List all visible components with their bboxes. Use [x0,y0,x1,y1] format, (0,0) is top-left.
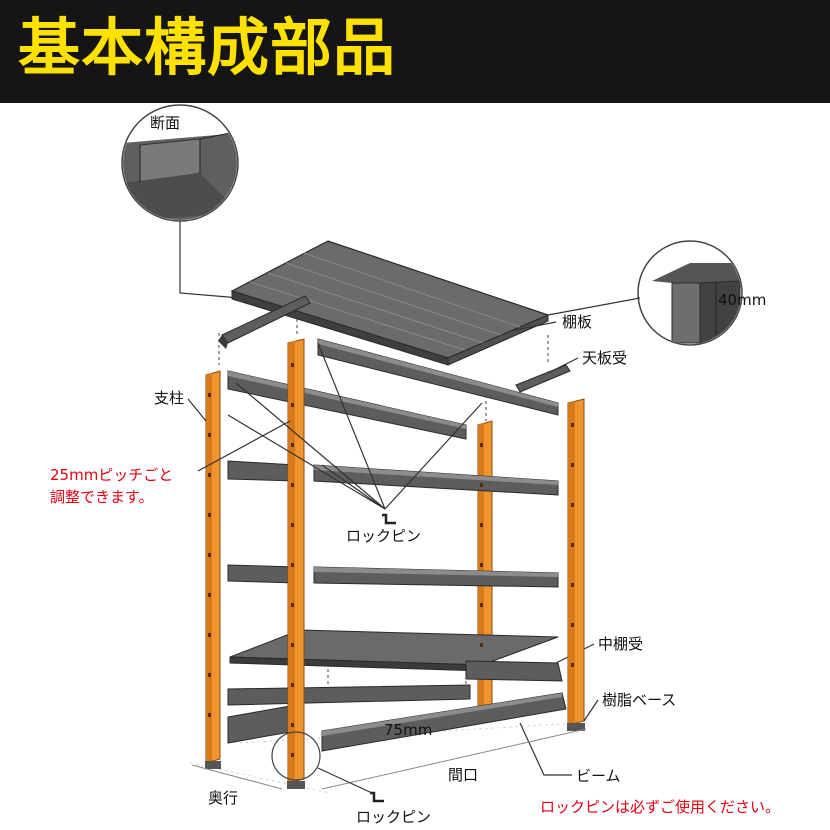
shelf-board-leader [509,321,557,332]
dimension-75-label: 75mm [384,721,432,739]
post-front-left [205,370,221,764]
resin-base-feet [205,723,585,789]
cross-section-leader [179,221,241,299]
top-support-leader [547,357,579,374]
post-front-center [287,338,305,784]
shelf-diagram: 断面 棚板 天板受 40mm [50,104,780,826]
dimension-40-detail [637,240,743,346]
post-front-right [567,398,585,726]
beam-bottom-side [227,704,297,744]
top-support-right [515,364,571,393]
beam-top-back [317,338,559,416]
lock-pin-upper-icon [382,513,396,525]
top-support-label: 天板受 [582,349,627,367]
resin-base-leader [583,699,599,722]
post-label: 支柱 [154,389,184,407]
resin-base-label: 樹脂ベース [602,691,676,709]
cross-section-detail: 断面 [121,104,239,222]
lock-pin-lower-label: ロックピン [356,808,431,826]
beam-level3-side [227,564,297,584]
middle-support-label: 中棚受 [598,635,643,653]
middle-support [465,660,563,682]
beam-bottom-front [321,692,567,752]
ground-guides [189,722,581,794]
post-holes [208,363,574,757]
pitch-note-line2: 調整できます。 [50,488,154,506]
lock-pin-lower-leader [317,767,373,794]
pitch-note-line1: 25mmピッチごと [50,466,173,484]
shelf-board [230,240,550,366]
beam-lower-side [227,684,471,706]
header-bar: 基本構成部品 [0,0,830,103]
lock-pin-upper-leaders [227,342,483,510]
beam-leader [519,722,572,776]
lock-pin-lower-icon [370,791,384,803]
pitch-note-leader [197,420,291,472]
cross-section-label: 断面 [150,114,180,132]
top-support-left [218,295,311,349]
beam-level2-front [313,464,559,496]
width-dimension-line [321,728,587,790]
depth-dimension-line [191,764,283,790]
beam-label: ビーム [576,767,621,785]
width-label: 間口 [448,766,478,784]
beam-level2-side [227,460,297,482]
shelf-board-label: 棚板 [562,313,592,331]
lock-pin-detail-circle [271,731,321,781]
lock-pin-notice: ロックピンは必ずご使用ください。 [540,798,780,816]
post-leader [187,398,207,422]
beam-level3-front [313,566,559,588]
dimension-40-label: 40mm [718,291,766,309]
lock-pin-upper-label: ロックピン [346,527,421,545]
dimension-40-leader [547,297,641,316]
page-title: 基本構成部品 [18,11,397,84]
depth-label: 奥行 [208,789,238,807]
